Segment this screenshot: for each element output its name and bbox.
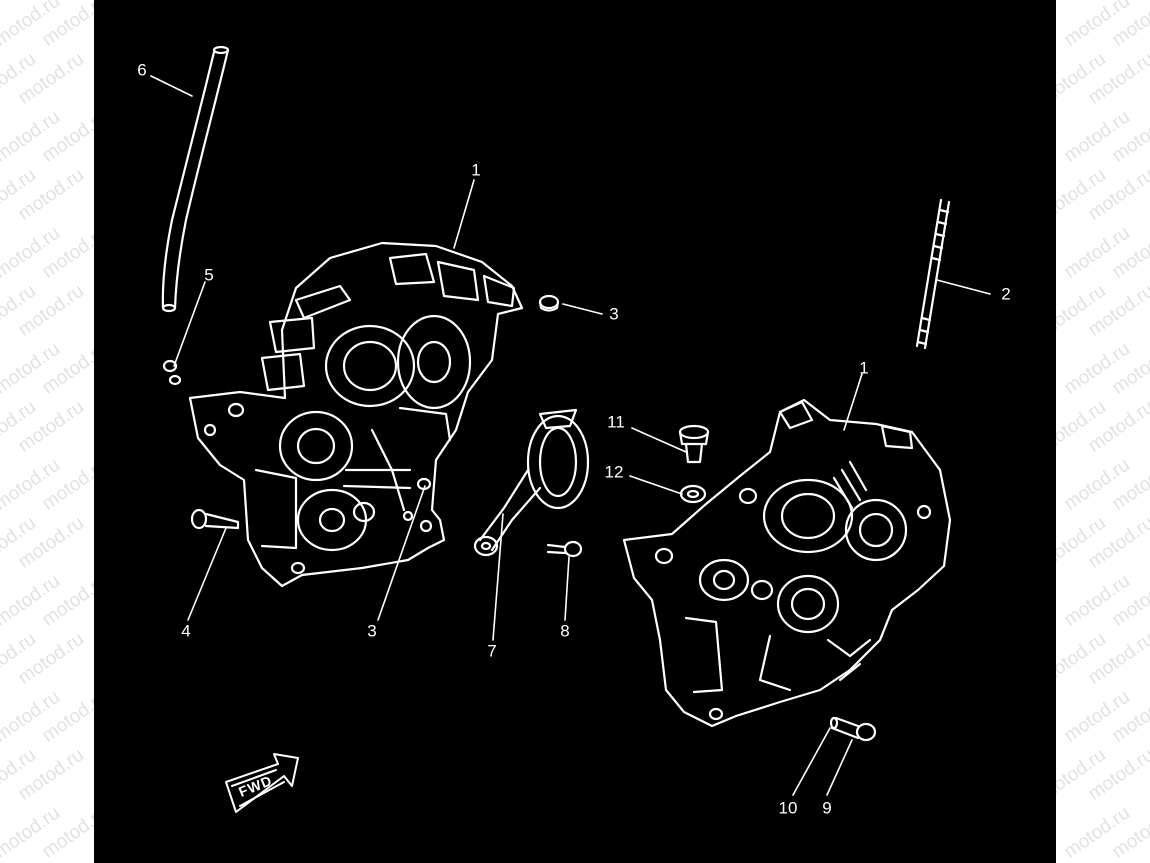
part-bolt-9-10 [829, 716, 877, 742]
part-bolt-8 [546, 540, 583, 558]
callout-label-7: 7 [487, 641, 497, 661]
callout-label-1: 1 [859, 358, 869, 378]
part-plug-bolt [678, 424, 710, 464]
part-crankcase-right [622, 398, 952, 728]
callout-label-11: 11 [607, 412, 625, 432]
callout-label-10: 10 [778, 798, 798, 818]
callout-label-2: 2 [1001, 284, 1011, 304]
part-washer [679, 484, 707, 504]
part-dowel-top [538, 294, 560, 312]
callout-label-8: 8 [560, 621, 570, 641]
fwd-arrow-icon [225, 753, 299, 813]
part-crankcase-left [188, 241, 524, 588]
callout-label-4: 4 [181, 621, 191, 641]
callout-label-3: 3 [609, 304, 619, 324]
callout-label-3: 3 [367, 621, 377, 641]
callout-label-6: 6 [137, 60, 147, 80]
part-hose [161, 45, 230, 313]
leader-lines [150, 75, 991, 796]
diagram-panel [94, 0, 1056, 863]
callout-label-5: 5 [204, 265, 214, 285]
part-cam-lever [473, 408, 590, 557]
part-pin [162, 359, 182, 386]
callout-label-12: 12 [604, 462, 624, 482]
callout-label-1: 1 [471, 160, 481, 180]
part-bolt-4 [190, 508, 240, 530]
part-stud-bolt [915, 198, 951, 350]
callout-label-9: 9 [822, 798, 832, 818]
